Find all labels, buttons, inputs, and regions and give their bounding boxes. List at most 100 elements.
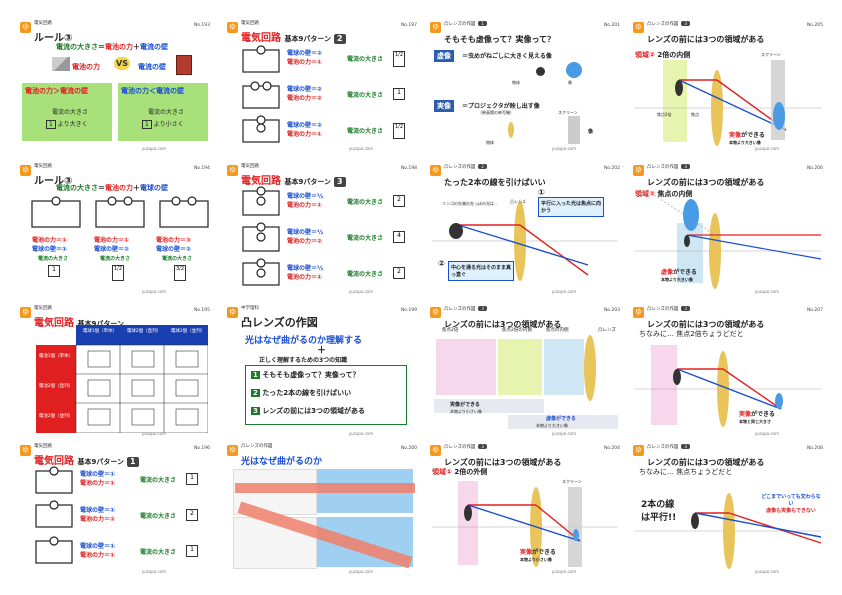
focal-label: 焦点: [691, 112, 699, 117]
result-label: 実像ができる本物より小さい像: [520, 549, 556, 562]
site-url: yuzupo.com: [551, 431, 576, 436]
wall-icon: [176, 55, 192, 75]
subheading: 正しく理解するための3つの知識: [259, 357, 348, 364]
logo-icon: ゆ: [633, 22, 644, 33]
card-number: No.206: [806, 166, 823, 171]
screen-label: スクリーン: [558, 110, 578, 115]
card-number: No.204: [603, 446, 620, 451]
card-lens-intro: ゆ 中学理科凸レンズの作図 No.199 光はなぜ曲がるのか理解する ＋ 正しく…: [225, 305, 421, 437]
card-category: 電気回路: [34, 444, 52, 449]
current-label: 電流の大きさ: [100, 256, 131, 262]
step-2-number: ②: [438, 259, 445, 268]
site-url: yuzupo.com: [754, 146, 779, 151]
step-2-text: 中心を通る光はそのまま真っ直ぐ: [448, 261, 514, 281]
card-header: ゆ 電気回路ルール③: [20, 164, 72, 187]
card-number: No.193: [193, 23, 210, 28]
current-label: 電流の大きさ: [347, 56, 384, 63]
site-url: yuzupo.com: [348, 431, 373, 436]
region-1-bg: [436, 339, 496, 395]
current-value: 1/2: [393, 51, 405, 67]
arrow-real: [434, 399, 544, 413]
card-number: No.196: [193, 446, 210, 451]
logo-icon: ゆ: [430, 307, 441, 318]
card-category: 電気回路: [34, 164, 52, 169]
lens-label: 凸レンズ: [510, 199, 526, 204]
site-url: yuzupo.com: [141, 569, 166, 574]
card-title: 電気回路 基本9パターン: [34, 318, 125, 329]
region-bg: [458, 481, 478, 565]
circuit-diagrams: [242, 45, 280, 143]
site-url: yuzupo.com: [551, 146, 576, 151]
current-value: 2: [393, 267, 405, 279]
item-2: 2 たった2本の線を引けばいい: [251, 389, 352, 397]
card-patterns-table: ゆ 電気回路電気回路 基本9パターン No.195 電球1個（単体） 電球2個（…: [18, 305, 214, 437]
region-label: 焦点2倍の内側: [502, 328, 532, 333]
card-title: レンズの前には3つの領域がある: [647, 35, 765, 44]
item-1: 1 そもそも虚像って？実像って？: [251, 371, 360, 379]
site-url: yuzupo.com: [348, 146, 373, 151]
subheading: ちなみに… 焦点2倍ちょうどだと: [639, 330, 744, 338]
site-url: yuzupo.com: [348, 289, 373, 294]
card-category: 中学理科: [241, 306, 259, 311]
current-value: 1: [393, 88, 405, 100]
logo-icon: ゆ: [227, 22, 238, 33]
current-value: 4: [393, 231, 405, 243]
region-label: 焦点の内側: [546, 328, 569, 333]
real-image-def: ＝プロジェクタが映し出す像: [462, 103, 540, 110]
current-value: 2: [186, 509, 198, 521]
card-category: 凸レンズの作図: [241, 444, 273, 449]
plus-sign: ＋: [317, 346, 327, 356]
current-value: 3/2: [174, 265, 186, 281]
virtual-image-label: 虚像ができる: [546, 416, 576, 422]
site-url: yuzupo.com: [348, 569, 373, 574]
circuit-diagrams: [31, 196, 209, 228]
logo-icon: ゆ: [633, 165, 644, 176]
logo-icon: ゆ: [430, 22, 441, 33]
logo-icon: ゆ: [20, 445, 31, 456]
row-header: 電池1個（単体）: [38, 354, 74, 359]
logo-icon: ゆ: [227, 165, 238, 176]
card-title: レンズの前には3つの領域がある: [647, 320, 765, 329]
current-label: 電流の大きさ: [347, 128, 384, 135]
result-label: 実像ができる本物より大きい像: [729, 132, 765, 145]
card-title: レンズの前には3つの領域がある: [444, 458, 562, 467]
current-label: 電流の大きさ: [38, 256, 69, 262]
card-number: No.203: [603, 308, 620, 313]
virtual-image-sub: 本物より大きい像: [536, 423, 568, 428]
card-category: 電気回路: [241, 21, 259, 26]
card-header: ゆ 電気回路ルール③: [20, 21, 72, 44]
card-number: No.201: [603, 23, 620, 28]
focal-2x-label: 焦点2倍: [657, 112, 672, 117]
card-title: レンズの前には3つの領域がある: [444, 320, 562, 329]
region-bg: [651, 345, 677, 425]
subheading: ちなみに… 焦点ちょうどだと: [639, 468, 733, 476]
current-label: 電流の大きさ: [140, 477, 177, 484]
apple-note: リンゴの先端の先っぽの光は…: [442, 201, 498, 206]
note-right: どこまでいっても交わらない虚像も実像もできない: [761, 494, 821, 514]
card-header: ゆ 電気回路電気回路 基本9パターン: [20, 306, 124, 329]
card-title: 光はなぜ曲がるのか: [241, 457, 323, 467]
card-rule3-b: ゆ 電気回路ルール③ No.194 電流の大きさ＝電池の力＋電球の壁 電池の力＝…: [18, 163, 214, 295]
